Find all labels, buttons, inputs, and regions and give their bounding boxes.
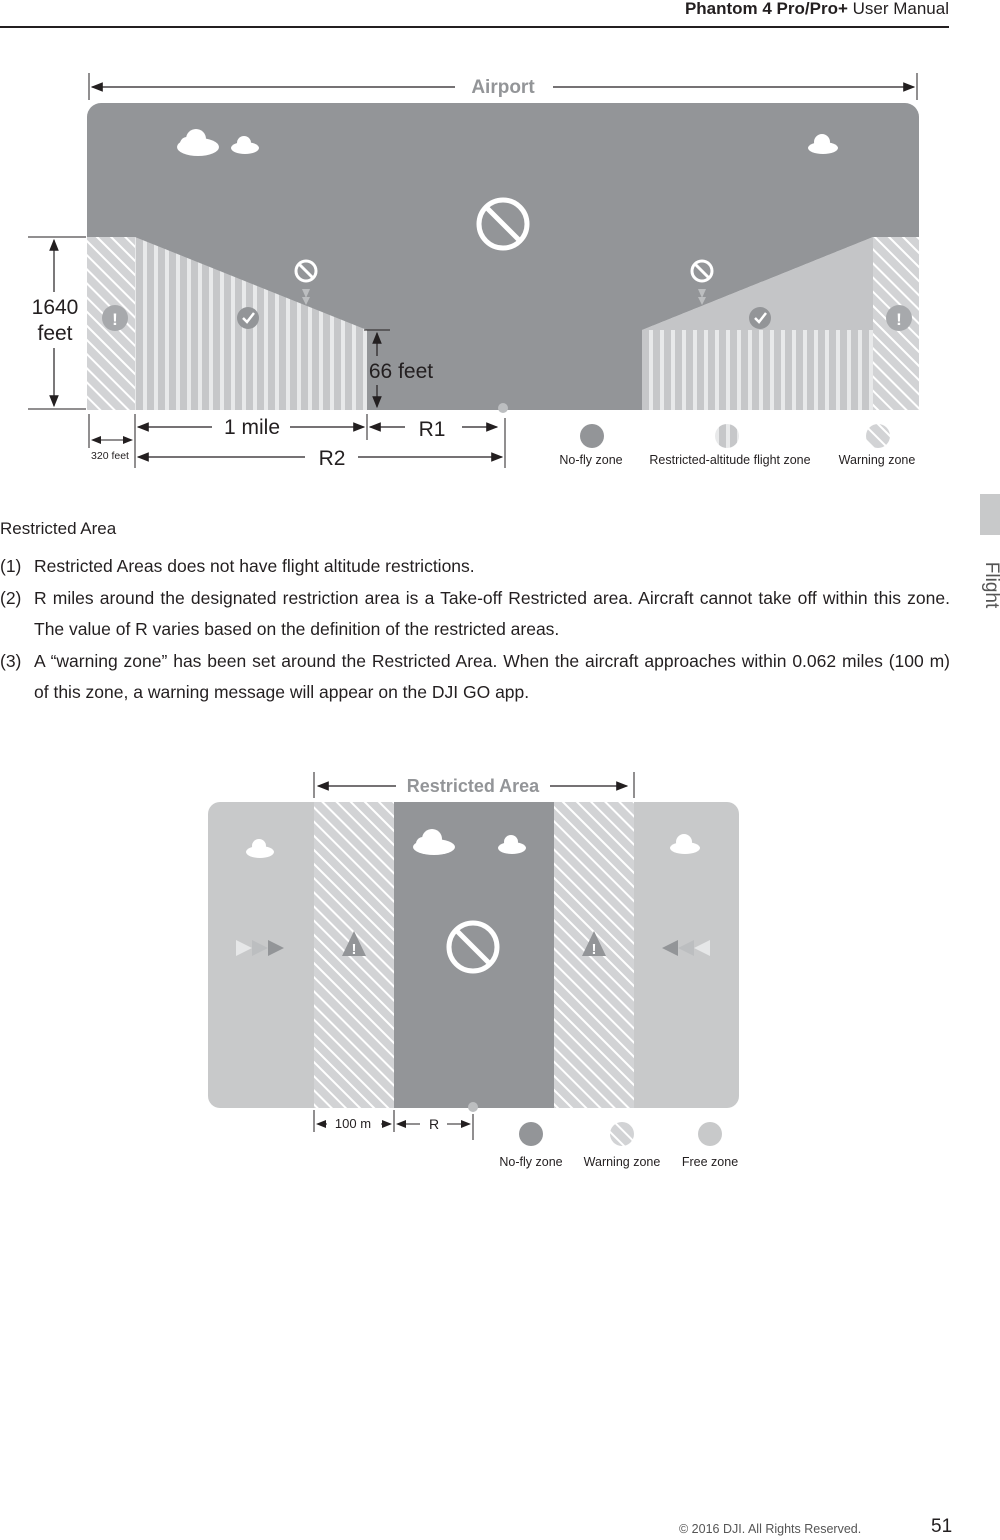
cloud-icon (177, 129, 219, 156)
list-item: (3) A “warning zone” has been set around… (0, 646, 950, 709)
down-arrow-icon (698, 289, 706, 298)
distance-mile-label: 1 mile (224, 416, 280, 439)
legend-warning-swatch (610, 1122, 634, 1146)
legend-free-swatch (698, 1122, 722, 1146)
legend-free-label: Free zone (682, 1155, 738, 1169)
cloud-icon (231, 136, 259, 154)
legend-restricted-label: Restricted-altitude flight zone (649, 453, 810, 467)
cloud-icon (670, 834, 700, 854)
page-number: 51 (931, 1516, 953, 1537)
r1-label: R1 (419, 418, 446, 441)
distance-r-label: R (429, 1116, 439, 1132)
altitude-label: 66 feet (369, 360, 433, 383)
distance-100m-label: 100 m (335, 1116, 371, 1131)
svg-text:!: ! (592, 941, 597, 958)
r2-label: R2 (319, 447, 346, 470)
legend-nofly-swatch (519, 1122, 543, 1146)
rewind-icon (662, 940, 710, 956)
list-item: (1) Restricted Areas does not have fligh… (0, 551, 950, 583)
list-item-number: (2) (0, 587, 22, 608)
no-fly-icon (294, 259, 318, 283)
height-label-unit: feet (37, 322, 72, 345)
list-item-number: (1) (0, 556, 22, 576)
legend-nofly-label: No-fly zone (559, 453, 622, 467)
page-header: Phantom 4 Pro/Pro+ User Manual (0, 0, 949, 28)
checkmark-icon (237, 307, 259, 329)
no-fly-icon (476, 197, 530, 251)
restricted-area-title: Restricted Area (407, 776, 540, 796)
cloud-icon (413, 829, 455, 855)
restricted-center-dot (468, 1102, 478, 1112)
svg-text:!: ! (112, 310, 118, 329)
distance-320-label: 320 feet (91, 450, 129, 462)
legend-nofly-swatch (580, 424, 604, 448)
header-title: Phantom 4 Pro/Pro+ User Manual (685, 0, 949, 19)
legend-warning-label: Warning zone (584, 1155, 661, 1169)
list-item-text: R miles around the designated restrictio… (34, 587, 950, 640)
svg-text:!: ! (352, 941, 357, 958)
cloud-icon (498, 835, 526, 854)
no-fly-icon (446, 920, 500, 974)
no-fly-icon (690, 259, 714, 283)
warning-icon: ! (342, 931, 366, 958)
warning-icon: ! (102, 305, 128, 331)
list-item-number: (3) (0, 650, 22, 671)
restricted-area-diagram: Restricted Area ! ! (208, 772, 739, 1169)
copyright-text: © 2016 DJI. All Rights Reserved. (679, 1522, 862, 1536)
rules-list: (1) Restricted Areas does not have fligh… (0, 551, 950, 709)
airport-diagram: Airport ! ! (28, 73, 919, 470)
header-doc: User Manual (852, 0, 949, 18)
warning-icon: ! (886, 305, 912, 331)
list-item: (2) R miles around the designated restri… (0, 583, 950, 646)
legend-warning-label: Warning zone (839, 453, 916, 467)
list-item-text: Restricted Areas does not have flight al… (34, 556, 475, 576)
airport-title: Airport (471, 77, 535, 98)
svg-text:!: ! (896, 310, 902, 329)
fast-forward-icon (236, 940, 284, 956)
section-title: Restricted Area (0, 519, 117, 538)
header-product: Phantom 4 Pro/Pro+ (684, 0, 848, 18)
chapter-tab-label: Flight (981, 561, 1000, 609)
height-label: 1640 (32, 296, 79, 319)
warning-icon: ! (582, 931, 606, 958)
cloud-icon (246, 839, 274, 858)
down-arrow-icon (302, 289, 310, 298)
legend-warning-swatch (866, 424, 890, 448)
list-item-text: A “warning zone” has been set around the… (34, 650, 950, 703)
checkmark-icon (749, 307, 771, 329)
legend-nofly-label: No-fly zone (499, 1155, 562, 1169)
chapter-tab-marker (980, 494, 1000, 535)
legend-restricted-swatch (715, 424, 739, 448)
airport-center-dot (498, 403, 508, 413)
cloud-icon (808, 134, 838, 154)
